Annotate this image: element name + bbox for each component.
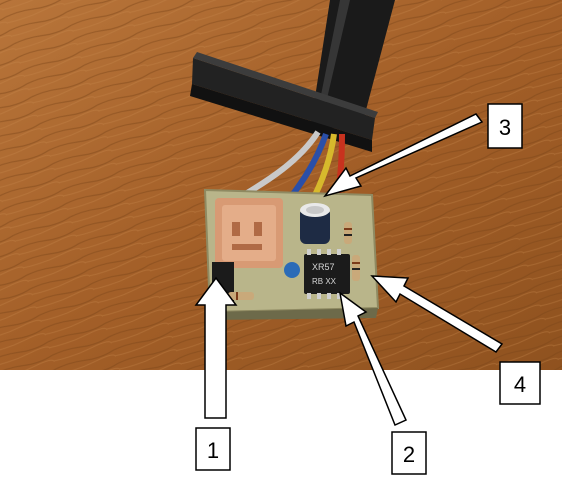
- callout-text-1: 1: [207, 438, 219, 463]
- wood-table: [0, 0, 562, 370]
- resistors: [228, 222, 360, 300]
- callout-text-2: 2: [403, 442, 415, 467]
- callout-label-2: 2: [391, 431, 427, 475]
- chip-marking-line1: XR57: [312, 262, 335, 272]
- arrow-4: [370, 275, 504, 353]
- electrolytic-capacitor: [300, 203, 330, 244]
- callout-text-4: 4: [514, 372, 526, 397]
- callout-label-1: 1: [195, 427, 231, 471]
- callout-label-4: 4: [499, 361, 541, 405]
- callout-label-3: 3: [487, 103, 523, 149]
- arrow-1: [194, 276, 238, 419]
- arrow-3: [323, 113, 484, 198]
- callout-text-3: 3: [499, 115, 511, 140]
- arrow-2: [338, 291, 407, 427]
- page-background: [0, 370, 562, 479]
- ic-chip: XR57 RB XX: [304, 249, 350, 299]
- ceramic-capacitor: [284, 262, 300, 278]
- chip-marking-line2: RB XX: [312, 277, 337, 286]
